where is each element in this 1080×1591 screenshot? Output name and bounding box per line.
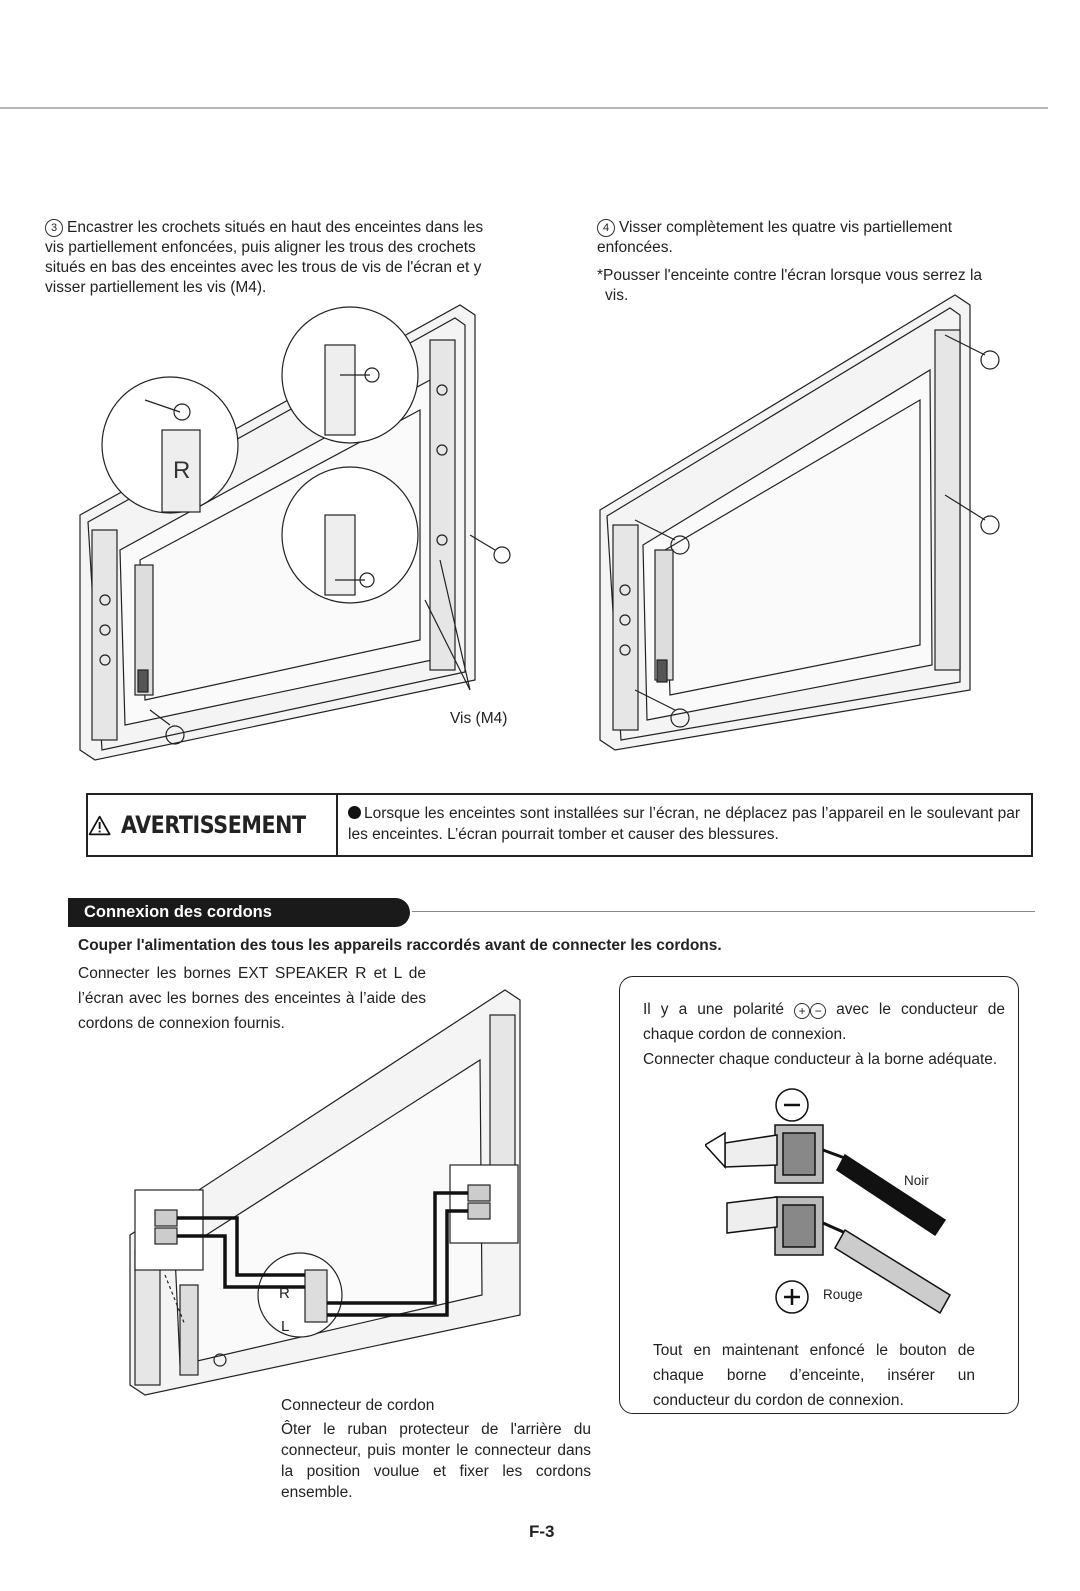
polarity-text: Il y a une polarité +− avec le conducteu…	[643, 997, 1005, 1072]
bullet-icon	[348, 806, 361, 819]
polarity-text-2: Connecter chaque conducteur à la borne a…	[643, 1051, 998, 1068]
connector-description: Ôter le ruban protecteur de l'arrière du…	[281, 1421, 591, 1501]
step-4-note: *Pousser l'enceinte contre l'écran lorsq…	[597, 267, 983, 304]
terminal-instruction: Tout en maintenant enfoncé le bouton de …	[653, 1342, 975, 1409]
connection-intro: Connecter les bornes EXT SPEAKER R et L …	[78, 965, 426, 1032]
warning-text: Lorsque les enceintes sont installées su…	[348, 803, 1020, 845]
connector-r-label: R	[279, 1285, 290, 1302]
warning-title: AVERTISSEMENT	[121, 811, 306, 839]
connector-l-label: L	[281, 1318, 290, 1335]
step-number: 4	[597, 219, 615, 237]
step-3-text: Encastrer les crochets situés en haut de…	[45, 219, 484, 296]
polarity-text-before: Il y a une polarité	[643, 1001, 785, 1018]
warning-body: Lorsque les enceintes sont installées su…	[348, 805, 1020, 843]
section-rule	[412, 911, 1035, 912]
section-title: Connexion des cordons	[68, 898, 410, 927]
step-4-text: Visser complètement les quatre vis parti…	[597, 219, 953, 256]
speaker-mount-illustration: R	[79, 304, 511, 761]
minus-icon: −	[810, 1003, 827, 1019]
speaker-terminal-illustration	[705, 1088, 952, 1315]
warning-header: AVERTISSEMENT	[88, 795, 338, 855]
screws-tightened-illustration	[599, 294, 1000, 751]
power-off-instruction: Couper l'alimentation des tous les appar…	[78, 937, 722, 954]
warning-box: AVERTISSEMENT Lorsque les enceintes sont…	[86, 793, 1033, 857]
plus-icon: +	[794, 1003, 811, 1019]
wiring-illustration	[129, 989, 521, 1396]
top-rule	[0, 107, 1048, 109]
page-number: F-3	[529, 1522, 555, 1541]
polarity-box	[619, 976, 1019, 1414]
screw-label: Vis (M4)	[450, 710, 508, 727]
step-number: 3	[45, 219, 63, 237]
black-wire-label: Noir	[904, 1173, 929, 1188]
hook-letter: R	[173, 457, 190, 484]
connector-title: Connecteur de cordon	[281, 1397, 435, 1414]
warning-triangle-icon	[88, 815, 111, 835]
polarity-text-after: avec le conducteur de chaque cordon de c…	[643, 1001, 1006, 1043]
red-wire-label: Rouge	[823, 1287, 863, 1302]
